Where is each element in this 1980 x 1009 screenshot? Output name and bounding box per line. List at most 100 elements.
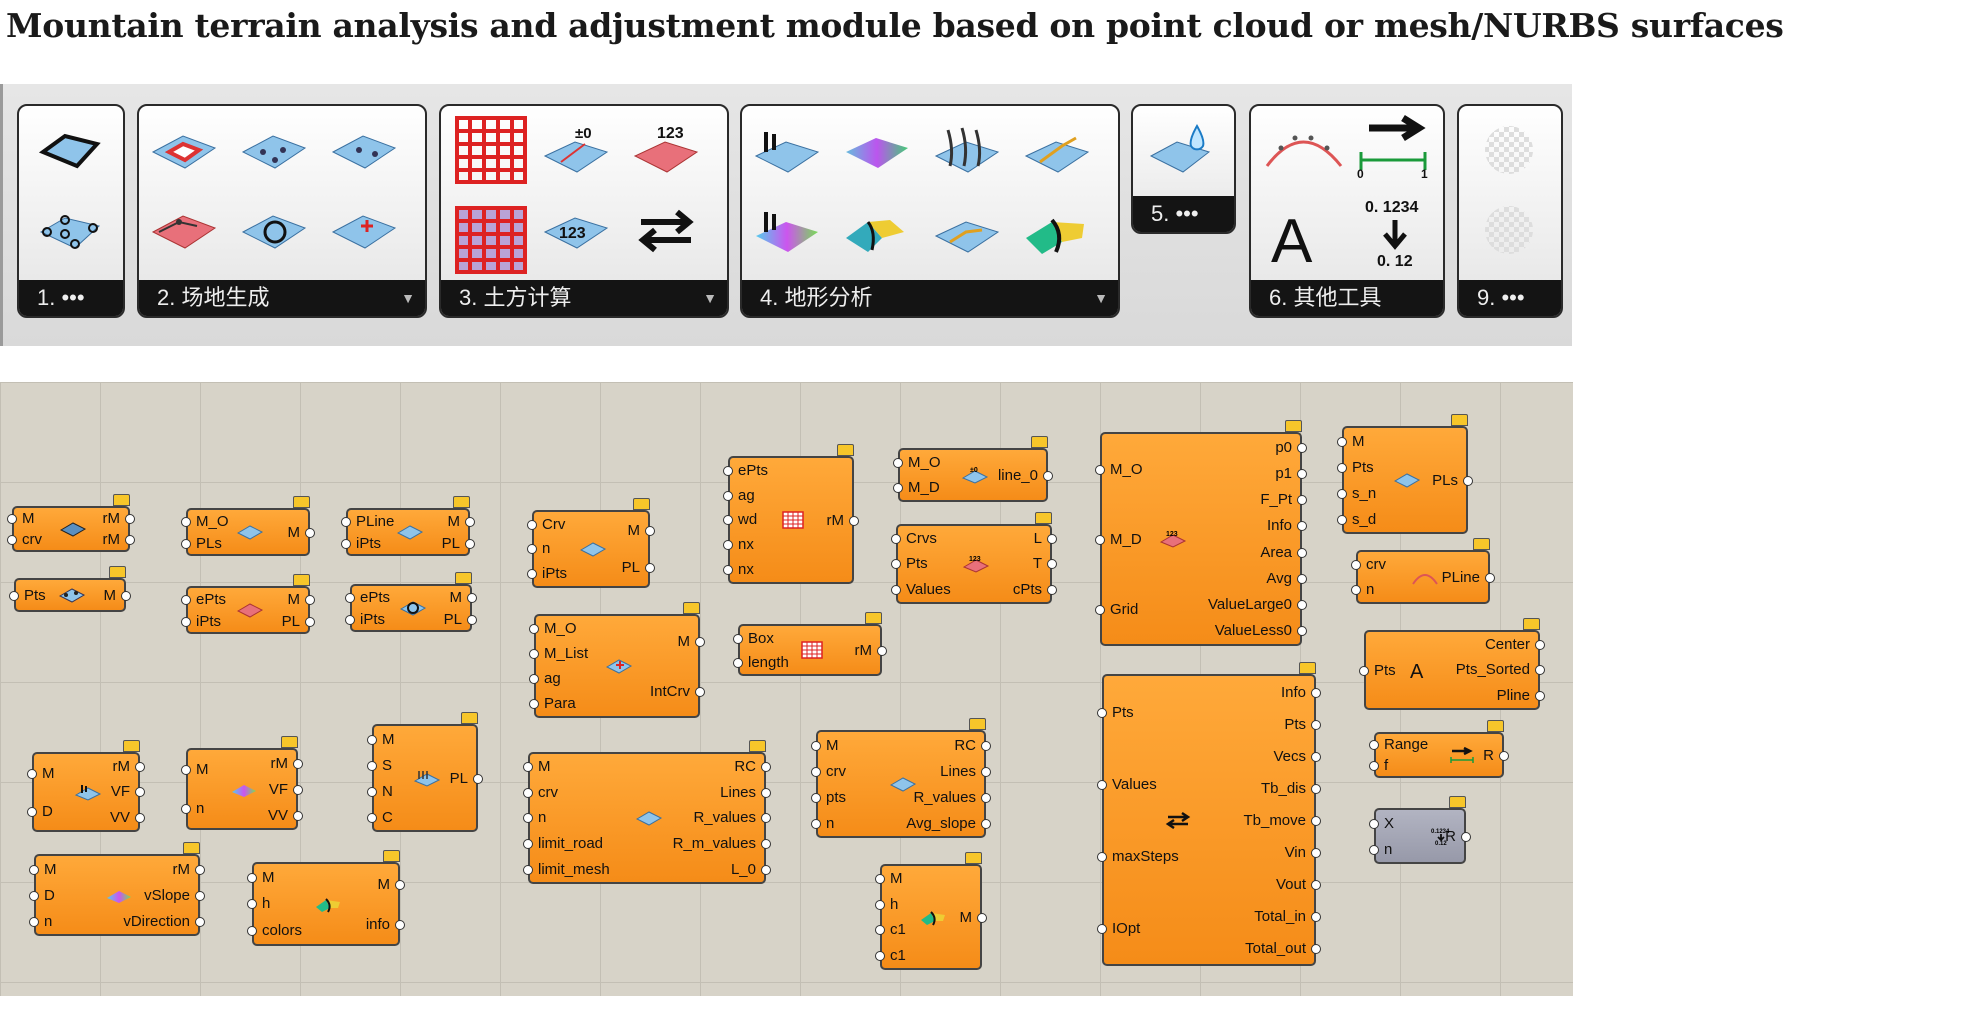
output-param[interactable]: p0: [1208, 439, 1307, 456]
text-label-icon[interactable]: A: [1263, 196, 1333, 276]
input-param[interactable]: Pts: [1336, 459, 1376, 476]
toolbar-panel-5[interactable]: 5. •••: [1131, 104, 1236, 234]
input-param[interactable]: M: [367, 730, 395, 748]
node-preview-tab[interactable]: [1451, 414, 1468, 426]
input-param[interactable]: M_O: [893, 454, 941, 471]
toolbar-panel-site-generation[interactable]: 2. 场地生成▼: [137, 104, 427, 318]
curve-points-icon[interactable]: [1261, 122, 1347, 178]
output-param[interactable]: Vecs: [1243, 748, 1321, 765]
input-param[interactable]: wd: [722, 511, 768, 528]
node-preview-tab[interactable]: [1473, 538, 1490, 550]
output-param[interactable]: L: [1013, 530, 1058, 547]
node-preview-tab[interactable]: [749, 740, 766, 752]
output-param[interactable]: p1: [1208, 465, 1307, 482]
output-param[interactable]: rM: [123, 861, 205, 878]
output-param[interactable]: RC: [673, 758, 772, 775]
count-grid-icon[interactable]: 123: [631, 122, 701, 178]
output-param[interactable]: M: [287, 523, 314, 541]
output-param[interactable]: rM: [110, 758, 146, 775]
input-param[interactable]: Values: [891, 580, 951, 598]
output-param[interactable]: Total_out: [1245, 939, 1321, 957]
input-param[interactable]: pts: [810, 788, 847, 806]
output-param[interactable]: Tb_dis: [1243, 780, 1321, 797]
node-preview-tab[interactable]: [1031, 436, 1048, 448]
input-param[interactable]: C: [367, 808, 393, 826]
input-param[interactable]: Crvs: [891, 530, 951, 547]
input-param[interactable]: X: [1368, 814, 1395, 832]
node-preview-tab[interactable]: [293, 496, 310, 508]
input-param[interactable]: N: [367, 782, 393, 800]
input-param[interactable]: c1: [875, 921, 906, 939]
placeholder-icon[interactable]: [1479, 122, 1539, 178]
input-param[interactable]: M: [1336, 433, 1376, 450]
output-param[interactable]: Area: [1208, 544, 1307, 561]
input-param[interactable]: Crv: [526, 515, 566, 533]
input-param[interactable]: c1: [875, 946, 906, 964]
input-param[interactable]: M_List: [528, 645, 589, 662]
output-param[interactable]: rM: [268, 755, 304, 772]
input-param[interactable]: M: [29, 860, 57, 878]
red-terrain-icon[interactable]: [149, 202, 219, 258]
node-preview-tab[interactable]: [453, 496, 470, 508]
input-param[interactable]: M: [875, 870, 906, 887]
toolbar-panel-earthwork[interactable]: ±0 123 123 3. 土方计算▼: [439, 104, 729, 318]
input-param[interactable]: Pts: [1359, 661, 1396, 679]
input-param[interactable]: M: [246, 869, 302, 886]
input-param[interactable]: Box: [733, 630, 789, 647]
rotate-surface-icon[interactable]: [239, 202, 309, 258]
input-param[interactable]: limit_mesh: [523, 860, 610, 878]
contour-lines-icon[interactable]: [932, 122, 1002, 178]
gradient-vector-icon[interactable]: [752, 202, 822, 258]
input-param[interactable]: crv: [810, 762, 846, 780]
input-param[interactable]: M: [7, 510, 42, 527]
input-param[interactable]: iPts: [526, 565, 568, 583]
slope-path-icon[interactable]: [1022, 122, 1092, 178]
output-param[interactable]: Tb_move: [1243, 811, 1321, 829]
output-param[interactable]: RC: [906, 737, 991, 754]
output-param[interactable]: L_0: [673, 861, 772, 878]
output-param[interactable]: M: [366, 876, 406, 893]
output-param[interactable]: PL: [441, 534, 476, 552]
input-param[interactable]: h: [875, 896, 906, 913]
output-param[interactable]: vSlope: [123, 887, 205, 904]
node-preview-tab[interactable]: [965, 852, 982, 864]
node-preview-tab[interactable]: [183, 842, 200, 854]
node-preview-tab[interactable]: [865, 612, 882, 624]
output-param[interactable]: PL: [443, 610, 478, 628]
input-param[interactable]: crv: [1351, 556, 1386, 573]
node-preview-tab[interactable]: [109, 566, 126, 578]
output-param[interactable]: rM: [102, 531, 135, 548]
add-point-surface-icon[interactable]: [329, 202, 399, 258]
input-param[interactable]: crv: [523, 784, 610, 801]
surface-points-icon[interactable]: [239, 122, 309, 178]
output-param[interactable]: PLine: [1441, 568, 1496, 586]
surface-grid-icon[interactable]: [329, 122, 399, 178]
output-param[interactable]: PL: [449, 769, 484, 787]
input-param[interactable]: iPts: [180, 613, 226, 630]
input-param[interactable]: M: [810, 737, 846, 754]
input-param[interactable]: ag: [528, 670, 588, 687]
zero-level-icon[interactable]: ±0: [541, 122, 611, 178]
color-slice-icon[interactable]: [842, 202, 912, 258]
site-boundary-icon[interactable]: [149, 122, 219, 178]
volume-count-icon[interactable]: 123: [541, 202, 611, 258]
input-param[interactable]: PLine: [340, 512, 395, 530]
input-param[interactable]: n: [810, 815, 846, 832]
